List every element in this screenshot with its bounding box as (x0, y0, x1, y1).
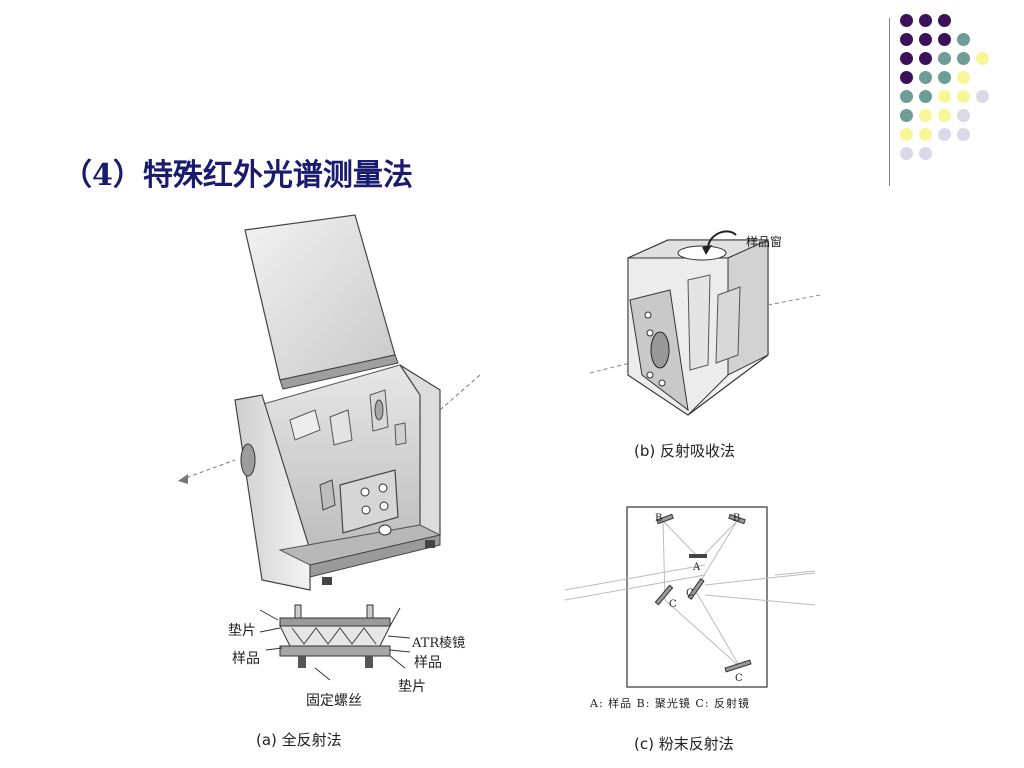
decorative-dot (900, 52, 913, 65)
label-mirror-c-center: C (686, 588, 694, 599)
label-sample-right: 样品 (414, 655, 442, 671)
caption-figure-c: (c) 粉末反射法 (634, 735, 734, 753)
reflection-absorption-diagram (589, 230, 821, 416)
corner-divider-line (889, 18, 890, 186)
decorative-dot (919, 90, 932, 103)
label-pad-top: 垫片 (228, 623, 256, 639)
figure-c-legend: A: 样品 B: 聚光镜 C: 反射镜 (590, 697, 751, 710)
decorative-dot (938, 14, 951, 27)
label-mirror-b-left: B (655, 513, 663, 524)
decorative-dot (938, 128, 951, 141)
decorative-dot (900, 71, 913, 84)
decorative-dot (957, 52, 970, 65)
label-pad-right: 垫片 (398, 679, 426, 695)
decorative-dot (976, 90, 989, 103)
decorative-dot (938, 52, 951, 65)
caption-figure-b: (b) 反射吸收法 (634, 442, 735, 460)
decorative-dot (957, 71, 970, 84)
label-sample-left: 样品 (232, 651, 260, 667)
decorative-dot (919, 71, 932, 84)
label-mirror-c-left: C (669, 599, 677, 610)
decorative-dot (900, 109, 913, 122)
slide-title: （4）特殊红外光谱测量法 (62, 158, 413, 193)
decorative-dot (900, 90, 913, 103)
decorative-dot (957, 128, 970, 141)
decorative-dot (900, 147, 913, 160)
decorative-dot-grid (900, 14, 1010, 164)
label-sample-a: A (693, 562, 701, 573)
decorative-dot (938, 109, 951, 122)
label-atr-prism: ATR棱镜 (412, 636, 466, 651)
decorative-dot (919, 14, 932, 27)
spectrometer-box-illustration (178, 214, 481, 591)
label-mirror-c-bottom: C (735, 673, 743, 684)
decorative-dot (900, 128, 913, 141)
decorative-dot (919, 109, 932, 122)
decorative-dot (938, 90, 951, 103)
decorative-dot (957, 33, 970, 46)
decorative-dot (919, 52, 932, 65)
decorative-dot (976, 52, 989, 65)
decorative-dot (900, 33, 913, 46)
label-sample-window: 样品窗 (746, 235, 783, 249)
decorative-dot (900, 14, 913, 27)
decorative-dot (957, 109, 970, 122)
decorative-dot (919, 147, 932, 160)
decorative-dot (919, 33, 932, 46)
decorative-dot (957, 90, 970, 103)
label-fixing-screw: 固定螺丝 (306, 693, 362, 709)
label-mirror-b-right: B (733, 513, 741, 524)
decorative-dot (938, 71, 951, 84)
decorative-dot (938, 33, 951, 46)
powder-reflection-diagram (564, 506, 816, 688)
atr-cell-diagram (259, 604, 411, 681)
decorative-dot (919, 128, 932, 141)
caption-figure-a: (a) 全反射法 (256, 731, 342, 749)
